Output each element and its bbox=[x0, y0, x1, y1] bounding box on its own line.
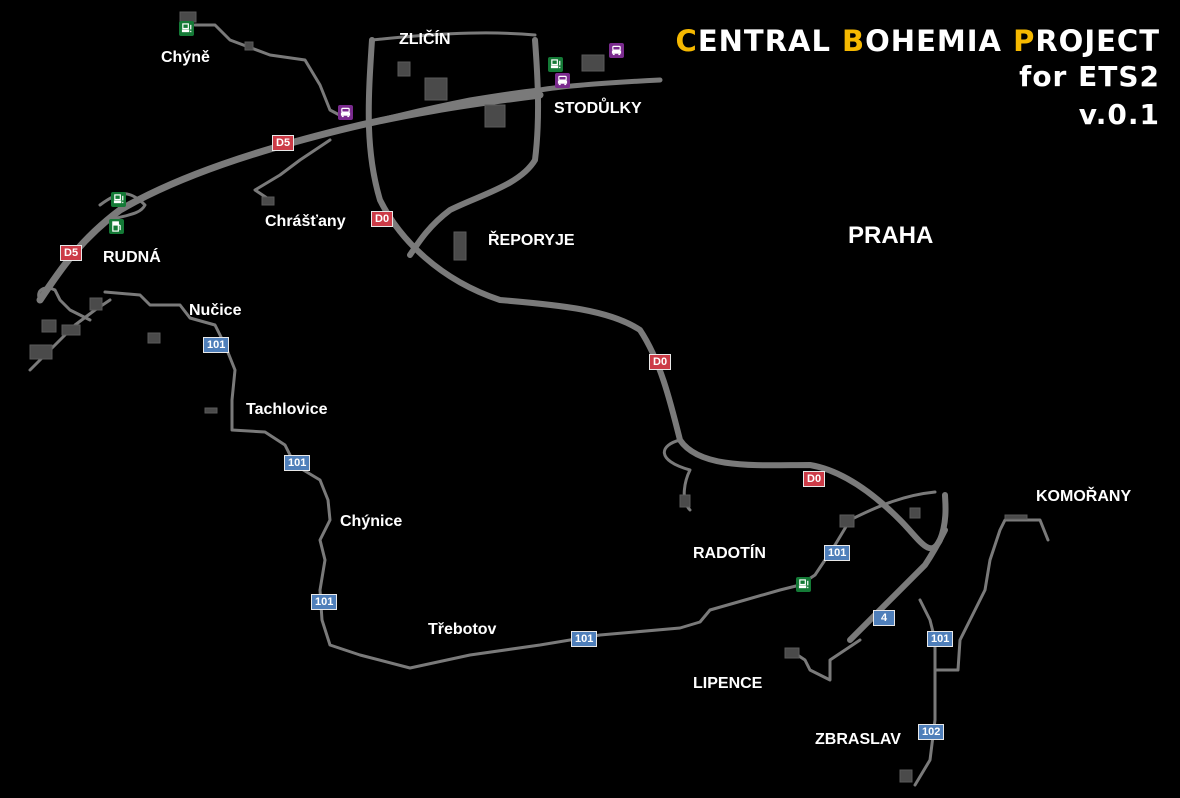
place-label-zlicin: ZLIČÍN bbox=[399, 31, 451, 48]
building bbox=[899, 769, 913, 783]
place-label-praha: PRAHA bbox=[848, 222, 934, 249]
service-station-icon bbox=[111, 192, 126, 207]
place-label-chynice: Chýnice bbox=[340, 513, 403, 530]
motorway-sign-d0: D0 bbox=[803, 471, 826, 487]
motorway-sign-d0: D0 bbox=[371, 211, 394, 227]
motorway-sign-d0: D0 bbox=[649, 354, 672, 370]
building bbox=[1004, 514, 1028, 520]
building bbox=[244, 41, 254, 51]
version-label: v.0.1 bbox=[1078, 98, 1160, 131]
road-sign-101: 101 bbox=[824, 545, 851, 561]
road-sign-101: 101 bbox=[311, 594, 338, 610]
building bbox=[424, 77, 448, 101]
place-label-zbraslav: ZBRASLAV bbox=[815, 731, 901, 748]
building bbox=[839, 514, 855, 528]
d0-branch bbox=[407, 37, 542, 258]
place-label-radotin: RADOTÍN bbox=[693, 545, 766, 562]
place-label-tachlovice: Tachlovice bbox=[246, 401, 328, 418]
place-label-chyne: Chýně bbox=[161, 49, 210, 66]
building bbox=[61, 324, 81, 336]
truck-dealer-icon bbox=[609, 43, 624, 58]
building bbox=[484, 104, 506, 128]
building bbox=[89, 297, 103, 311]
road-sign-4: 4 bbox=[873, 610, 895, 626]
service-station-icon bbox=[548, 57, 563, 72]
motorway-sign-d5: D5 bbox=[60, 245, 83, 261]
route-4 bbox=[847, 527, 948, 643]
place-label-komorany: KOMOŘANY bbox=[1036, 488, 1132, 505]
road-sign-101: 101 bbox=[284, 455, 311, 471]
place-label-reporyje: ŘEPORYJE bbox=[488, 232, 575, 249]
road-sign-102: 102 bbox=[918, 724, 945, 740]
building bbox=[397, 61, 411, 77]
place-label-chrastany: Chrášťany bbox=[265, 213, 346, 230]
building bbox=[784, 647, 800, 659]
building bbox=[679, 494, 691, 508]
truck-dealer-icon bbox=[338, 105, 353, 120]
building bbox=[909, 507, 921, 519]
road-sign-101: 101 bbox=[571, 631, 598, 647]
building bbox=[581, 54, 605, 72]
building bbox=[204, 407, 218, 414]
title-line-1: CENTRAL BOHEMIA PROJECT bbox=[675, 24, 1160, 58]
fuel-station-icon bbox=[109, 219, 124, 234]
place-label-trebotov: Třebotov bbox=[428, 621, 497, 638]
building bbox=[147, 332, 161, 344]
motorway-sign-d5: D5 bbox=[272, 135, 295, 151]
building bbox=[261, 196, 275, 206]
place-label-nucice: Nučice bbox=[189, 302, 242, 319]
service-station-icon bbox=[179, 21, 194, 36]
place-label-stodulky: STODŮLKY bbox=[554, 100, 642, 117]
service-station-icon bbox=[796, 577, 811, 592]
truck-dealer-icon bbox=[555, 73, 570, 88]
place-label-rudna: RUDNÁ bbox=[103, 249, 161, 266]
project-title: CENTRAL BOHEMIA PROJECT for ETS2 v.0.1 bbox=[676, 24, 1160, 134]
building bbox=[29, 344, 53, 360]
road-sign-101: 101 bbox=[203, 337, 230, 353]
road-sign-101: 101 bbox=[927, 631, 954, 647]
title-line-2: for ETS2 bbox=[1019, 60, 1160, 93]
building bbox=[453, 231, 467, 261]
building bbox=[41, 319, 57, 333]
place-label-lipence: LIPENCE bbox=[693, 675, 763, 692]
